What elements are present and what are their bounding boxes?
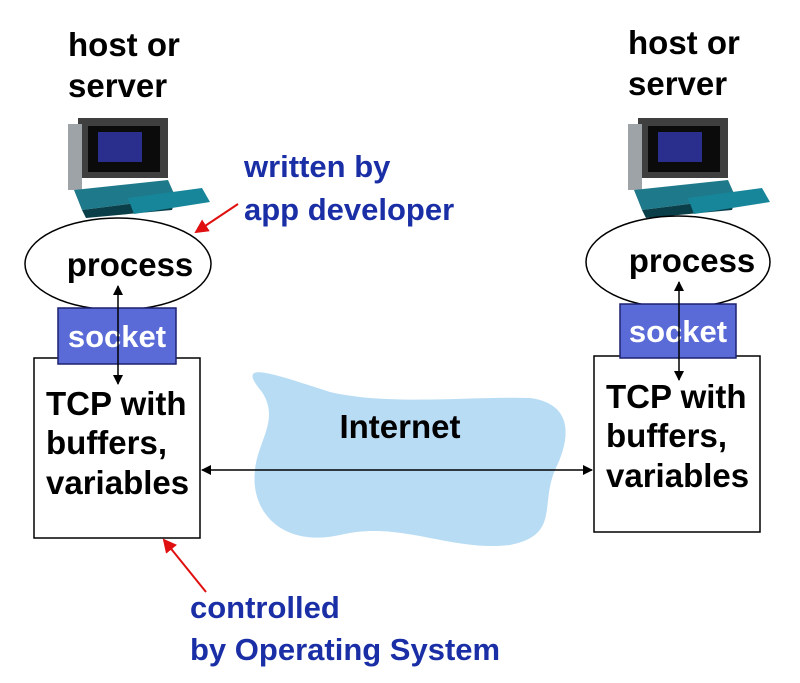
os-line1: controlled xyxy=(190,590,340,625)
right-tcp-line3: variables xyxy=(606,457,749,494)
left-socket-label: socket xyxy=(68,319,166,354)
left-tcp-box xyxy=(33,357,201,539)
right-host-title-line2: server xyxy=(628,65,727,102)
left-tcp-line2: buffers, xyxy=(46,424,167,461)
right-host-title-line1: host or xyxy=(628,24,740,61)
internet-cloud xyxy=(252,372,566,547)
right-process-label: process xyxy=(629,242,756,279)
right-tcp-box xyxy=(593,355,761,533)
right-tcp-line1: TCP with xyxy=(606,378,747,415)
right-tcp-line2: buffers, xyxy=(606,417,727,454)
left-host-title-line1: host or xyxy=(68,26,180,63)
left-tcp-line3: variables xyxy=(46,464,189,501)
os-line2: by Operating System xyxy=(190,632,500,667)
left-process-label: process xyxy=(67,246,194,283)
app-developer-line2: app developer xyxy=(244,192,454,227)
right-socket-label: socket xyxy=(629,314,727,349)
computer-icon xyxy=(68,118,210,218)
computer-icon xyxy=(628,118,770,218)
app-developer-arrow xyxy=(194,203,239,234)
left-host-title-line2: server xyxy=(68,67,167,104)
left-tcp-line1: TCP with xyxy=(46,385,187,422)
internet-label: Internet xyxy=(339,408,460,445)
os-arrow xyxy=(162,538,207,593)
app-developer-line1: written by xyxy=(243,149,391,184)
